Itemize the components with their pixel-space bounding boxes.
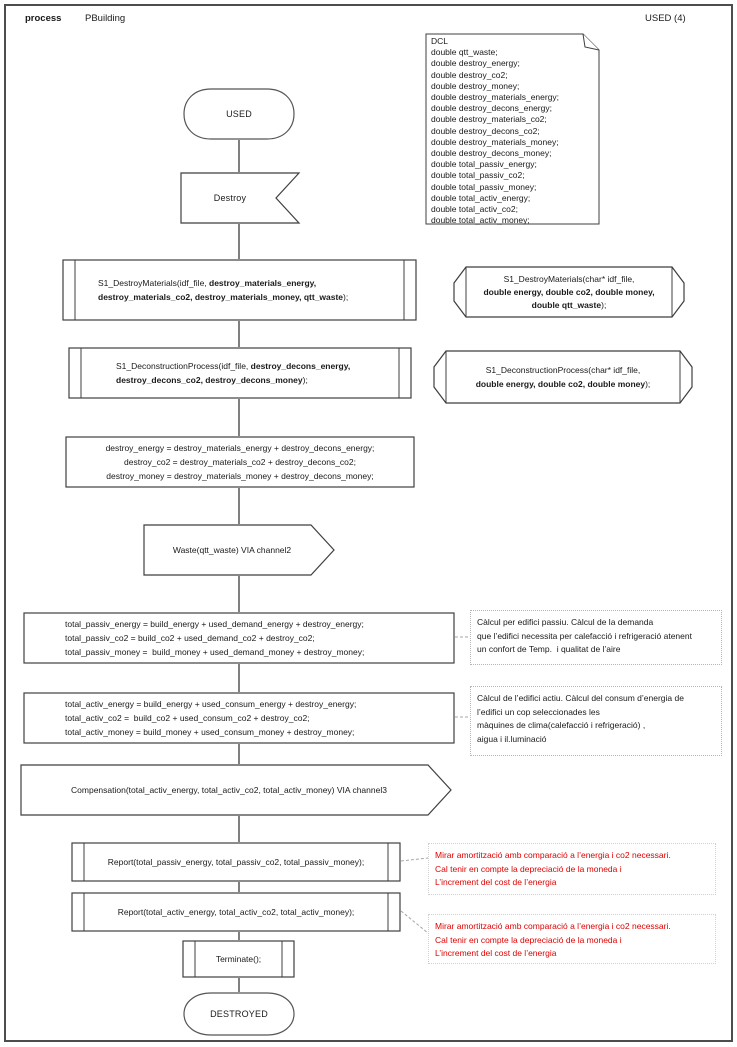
process-keyword: process — [25, 13, 62, 24]
comment-amortization-activ-text: Mirar amortització amb comparació a l’en… — [435, 921, 671, 958]
output-signal-symbol — [20, 764, 452, 816]
task-symbol — [23, 612, 455, 664]
input-signal-symbol — [180, 172, 301, 224]
comment-amortization-passiv: Mirar amortització amb comparació a l’en… — [428, 843, 716, 895]
decl-text-bold: double energy, double co2, double money — [475, 379, 646, 389]
task-destroy-totals: destroy_energy = destroy_materials_energ… — [65, 436, 415, 488]
decl-destroy-materials: S1_DestroyMaterials(char* idf_file, doub… — [453, 266, 685, 318]
call-text-bold: destroy_decons_energy, — [250, 361, 351, 371]
procedure-call-symbol — [182, 940, 295, 978]
state-destroyed: DESTROYED — [183, 992, 295, 1036]
call-destroy-materials: S1_DestroyMaterials(idf_file, destroy_ma… — [62, 259, 417, 321]
procedure-call-symbol — [62, 259, 417, 321]
input-destroy-label: Destroy — [213, 192, 247, 203]
process-name: PBuilding — [85, 13, 126, 24]
call-text: ); — [343, 292, 349, 302]
task-total-activ-text: total_activ_energy = build_energy + used… — [65, 699, 357, 737]
comment-activ-calc-text: Càlcul de l’edifici actiu. Càlcul del co… — [477, 693, 684, 744]
input-destroy: Destroy — [180, 172, 301, 224]
call-text: ); — [302, 375, 308, 385]
output-waste-label: Waste(qtt_waste) VIA channel2 — [172, 544, 292, 555]
procedure-call-symbol — [68, 347, 412, 399]
task-destroy-totals-text: destroy_energy = destroy_materials_energ… — [105, 443, 375, 481]
decl-text-bold: double energy, double co2, double money, — [483, 286, 655, 297]
call-text-bold: destroy_materials_co2, destroy_materials… — [98, 292, 344, 302]
call-text: S1_DeconstructionProcess(idf_file, — [116, 361, 251, 371]
procedure-decl-symbol — [453, 266, 685, 318]
comment-amortization-activ: Mirar amortització amb comparació a l’en… — [428, 914, 716, 964]
decl-text: ); — [601, 299, 607, 310]
procedure-call-symbol — [71, 842, 401, 882]
state-symbol — [183, 88, 295, 140]
comment-amortization-passiv-text: Mirar amortització amb comparació a l’en… — [435, 850, 671, 887]
decl-deconstruction-process: S1_DeconstructionProcess(char* idf_file,… — [433, 350, 693, 404]
call-text: S1_DestroyMaterials(idf_file, — [98, 278, 210, 288]
task-total-passiv-text: total_passiv_energy = build_energy + use… — [65, 619, 365, 657]
state-used-label: USED — [226, 108, 252, 119]
state-used: USED — [183, 88, 295, 140]
call-text-bold: destroy_materials_energy, — [209, 278, 317, 288]
call-report-passiv: Report(total_passiv_energy, total_passiv… — [71, 842, 401, 882]
procedure-call-symbol — [71, 892, 401, 932]
output-signal-symbol — [143, 524, 335, 576]
comment-activ-calc: Càlcul de l’edifici actiu. Càlcul del co… — [470, 686, 722, 756]
decl-text: ); — [645, 379, 651, 389]
task-total-activ: total_activ_energy = build_energy + used… — [23, 692, 455, 744]
call-terminate-label: Terminate(); — [215, 953, 262, 964]
state-destroyed-label: DESTROYED — [210, 1008, 268, 1019]
comment-passiv-calc: Càlcul per edifici passiu. Càlcul de la … — [470, 610, 722, 665]
call-report-activ-label: Report(total_activ_energy, total_activ_c… — [117, 906, 355, 917]
call-terminate: Terminate(); — [182, 940, 295, 978]
call-deconstruction-process: S1_DeconstructionProcess(idf_file, destr… — [68, 347, 412, 399]
output-compensation-label: Compensation(total_activ_energy, total_a… — [71, 784, 387, 795]
page-label: USED (4) — [645, 13, 686, 24]
output-waste: Waste(qtt_waste) VIA channel2 — [143, 524, 335, 576]
call-report-passiv-label: Report(total_passiv_energy, total_passiv… — [107, 856, 365, 867]
state-symbol — [183, 992, 295, 1036]
decl-text: S1_DestroyMaterials(char* idf_file, — [503, 273, 635, 284]
procedure-decl-symbol — [433, 350, 693, 404]
comment-passiv-calc-text: Càlcul per edifici passiu. Càlcul de la … — [477, 617, 692, 654]
task-symbol — [23, 692, 455, 744]
task-total-passiv: total_passiv_energy = build_energy + use… — [23, 612, 455, 664]
call-text-bold: destroy_decons_co2, destroy_decons_money — [116, 375, 303, 385]
decl-text: S1_DeconstructionProcess(char* idf_file, — [485, 365, 641, 375]
paper-fold-symbol — [425, 33, 600, 225]
task-symbol — [65, 436, 415, 488]
call-report-activ: Report(total_activ_energy, total_activ_c… — [71, 892, 401, 932]
decl-text-bold: double qtt_waste — [531, 299, 602, 310]
output-compensation: Compensation(total_activ_energy, total_a… — [20, 764, 452, 816]
